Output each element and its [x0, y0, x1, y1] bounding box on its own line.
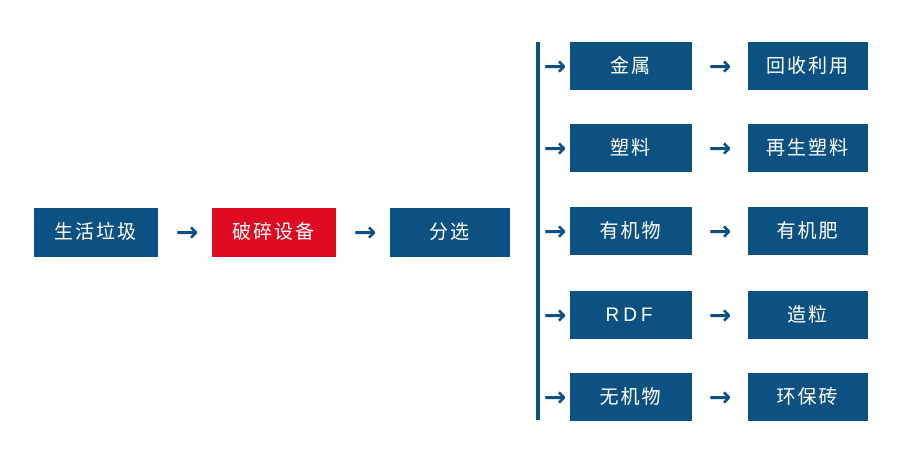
node-product-inorganic[interactable]: 环保砖: [748, 373, 868, 421]
branch-arrow-icon-inorganic: →: [543, 381, 567, 413]
branch-arrow-icon-metal: →: [543, 50, 567, 82]
node-product-plastic[interactable]: 再生塑料: [748, 124, 868, 172]
node-product-organic[interactable]: 有机肥: [748, 207, 868, 255]
arrow-right-icon: →: [175, 217, 199, 248]
node-shredder[interactable]: 破碎设备: [212, 208, 336, 257]
branch-arrow-icon-rdf: →: [543, 299, 567, 331]
node-fraction-metal[interactable]: 金属: [570, 42, 692, 90]
arrow-right-icon-metal: →: [708, 50, 732, 82]
arrow-right-icon-organic: →: [708, 215, 732, 247]
node-fraction-rdf[interactable]: RDF: [570, 291, 692, 339]
node-fraction-inorganic[interactable]: 无机物: [570, 373, 692, 421]
branch-arrow-icon-plastic: →: [543, 132, 567, 164]
branch-arrow-icon-organic: →: [543, 215, 567, 247]
arrow-right-icon: →: [353, 217, 377, 248]
arrow-right-icon-inorganic: →: [708, 381, 732, 413]
node-fraction-plastic[interactable]: 塑料: [570, 124, 692, 172]
node-msw[interactable]: 生活垃圾: [34, 208, 158, 257]
node-product-metal[interactable]: 回收利用: [748, 42, 868, 90]
node-sorting[interactable]: 分选: [390, 208, 510, 257]
arrow-right-icon-plastic: →: [708, 132, 732, 164]
arrow-right-icon-rdf: →: [708, 299, 732, 331]
node-product-rdf[interactable]: 造粒: [748, 291, 868, 339]
node-fraction-organic[interactable]: 有机物: [570, 207, 692, 255]
branch-spine-connector: [536, 42, 540, 420]
